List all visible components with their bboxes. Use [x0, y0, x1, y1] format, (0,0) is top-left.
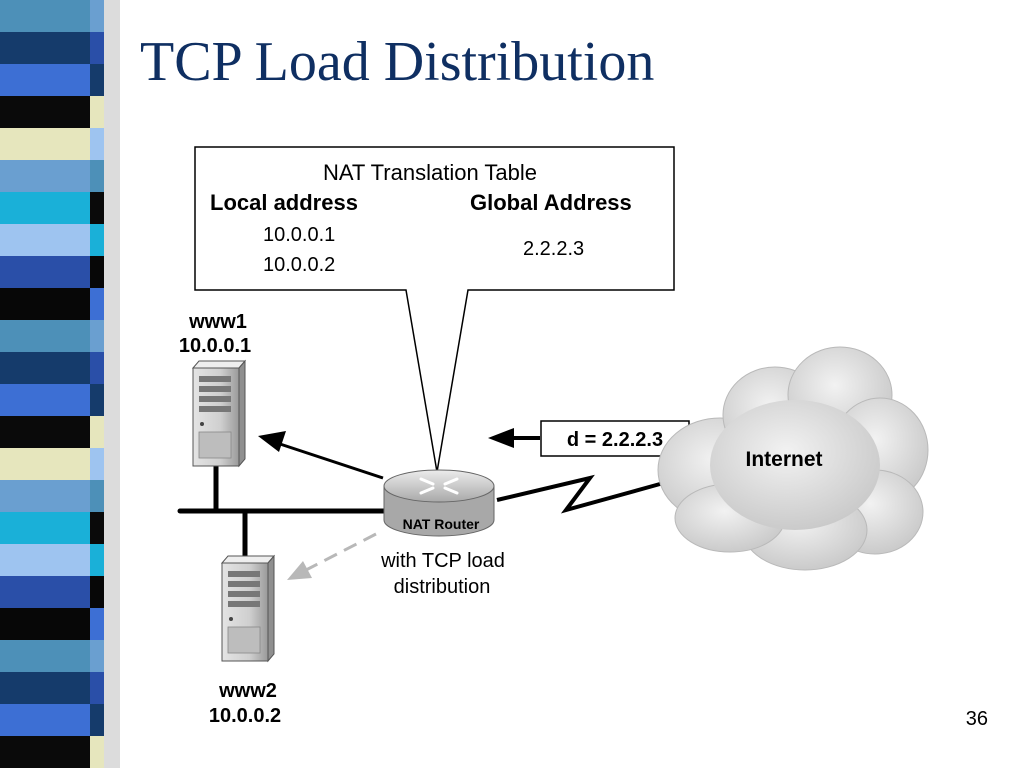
cloud-icon — [657, 346, 929, 571]
stripe-band — [0, 160, 90, 192]
server-www1: www1 10.0.0.1 — [179, 311, 251, 468]
nat-translation-table: NAT Translation Table Local address Glob… — [194, 146, 675, 473]
stripe-band — [0, 224, 90, 256]
server-tower-icon — [191, 359, 247, 468]
www2-name: www2 — [218, 680, 277, 702]
stripe-band — [0, 96, 90, 128]
stripe-band — [0, 0, 90, 32]
nat-table-title: NAT Translation Table — [323, 160, 537, 185]
cloud-label: Internet — [745, 448, 822, 471]
stripe-band — [90, 512, 104, 544]
nat-router: NAT Router with TCP load distribution — [380, 469, 505, 598]
stripe-band — [90, 608, 104, 640]
global-address-header: Global Address — [470, 190, 632, 215]
stripe-band — [0, 672, 90, 704]
stripe-band — [0, 128, 90, 160]
decorative-stripe — [0, 0, 120, 768]
stripe-band — [90, 320, 104, 352]
arrow-to-www1 — [258, 431, 384, 480]
stripe-band — [0, 704, 90, 736]
stripe-band — [90, 640, 104, 672]
router-caption-line1: with TCP load — [380, 550, 505, 572]
stripe-band — [90, 0, 104, 32]
stripe-band — [0, 576, 90, 608]
stripe-band — [90, 64, 104, 96]
stripe-band — [90, 736, 104, 768]
stripe-band — [0, 608, 90, 640]
stripe-band — [90, 704, 104, 736]
stripe-band — [90, 224, 104, 256]
stripe-band — [90, 352, 104, 384]
stripe-band — [90, 576, 104, 608]
stripe-band — [90, 672, 104, 704]
server-www2: www2 10.0.0.2 — [209, 554, 281, 727]
local-address-2: 10.0.0.2 — [263, 254, 335, 276]
stripe-band — [0, 448, 90, 480]
stripe-band — [90, 416, 104, 448]
stripe-band — [90, 96, 104, 128]
www2-ip: 10.0.0.2 — [209, 705, 281, 727]
stripe-band — [0, 352, 90, 384]
packet-label: d = 2.2.2.3 — [567, 429, 663, 451]
router-caption-line2: distribution — [394, 576, 491, 598]
stripe-band — [90, 256, 104, 288]
stripe-band — [90, 544, 104, 576]
stripe-band — [90, 384, 104, 416]
arrow-incoming — [488, 428, 540, 448]
stripe-band — [0, 736, 90, 768]
router-icon — [383, 469, 495, 537]
local-address-header: Local address — [210, 190, 358, 215]
stripe-band — [90, 160, 104, 192]
wan-link-lightning — [496, 474, 661, 514]
stripe-band — [0, 384, 90, 416]
internet-cloud: Internet — [657, 346, 929, 571]
router-label: NAT Router — [403, 516, 480, 532]
arrow-to-www2-dashed — [287, 532, 377, 580]
stripe-band — [90, 288, 104, 320]
slide-title: TCP Load Distribution — [140, 31, 655, 93]
www1-ip: 10.0.0.1 — [179, 335, 251, 357]
page-number: 36 — [965, 708, 988, 730]
stripe-band — [90, 480, 104, 512]
stripe-band — [0, 192, 90, 224]
incoming-packet: d = 2.2.2.3 — [488, 420, 690, 457]
www1-name: www1 — [188, 311, 247, 333]
stripe-band — [0, 480, 90, 512]
stripe-band — [0, 320, 90, 352]
stripe-band — [0, 416, 90, 448]
stripe-band — [90, 128, 104, 160]
stripe-band — [0, 544, 90, 576]
stripe-band — [0, 32, 90, 64]
callout-box — [194, 146, 675, 473]
stripe-band — [0, 512, 90, 544]
global-address-value: 2.2.2.3 — [523, 238, 584, 260]
stripe-band — [90, 192, 104, 224]
stripe-band — [90, 32, 104, 64]
stripe-band — [0, 256, 90, 288]
stripe-band — [0, 640, 90, 672]
stripe-band — [90, 448, 104, 480]
server-tower-icon — [220, 554, 276, 663]
stripe-shadow — [104, 0, 120, 768]
local-address-1: 10.0.0.1 — [263, 224, 335, 246]
stripe-band — [0, 64, 90, 96]
stripe-band — [0, 288, 90, 320]
